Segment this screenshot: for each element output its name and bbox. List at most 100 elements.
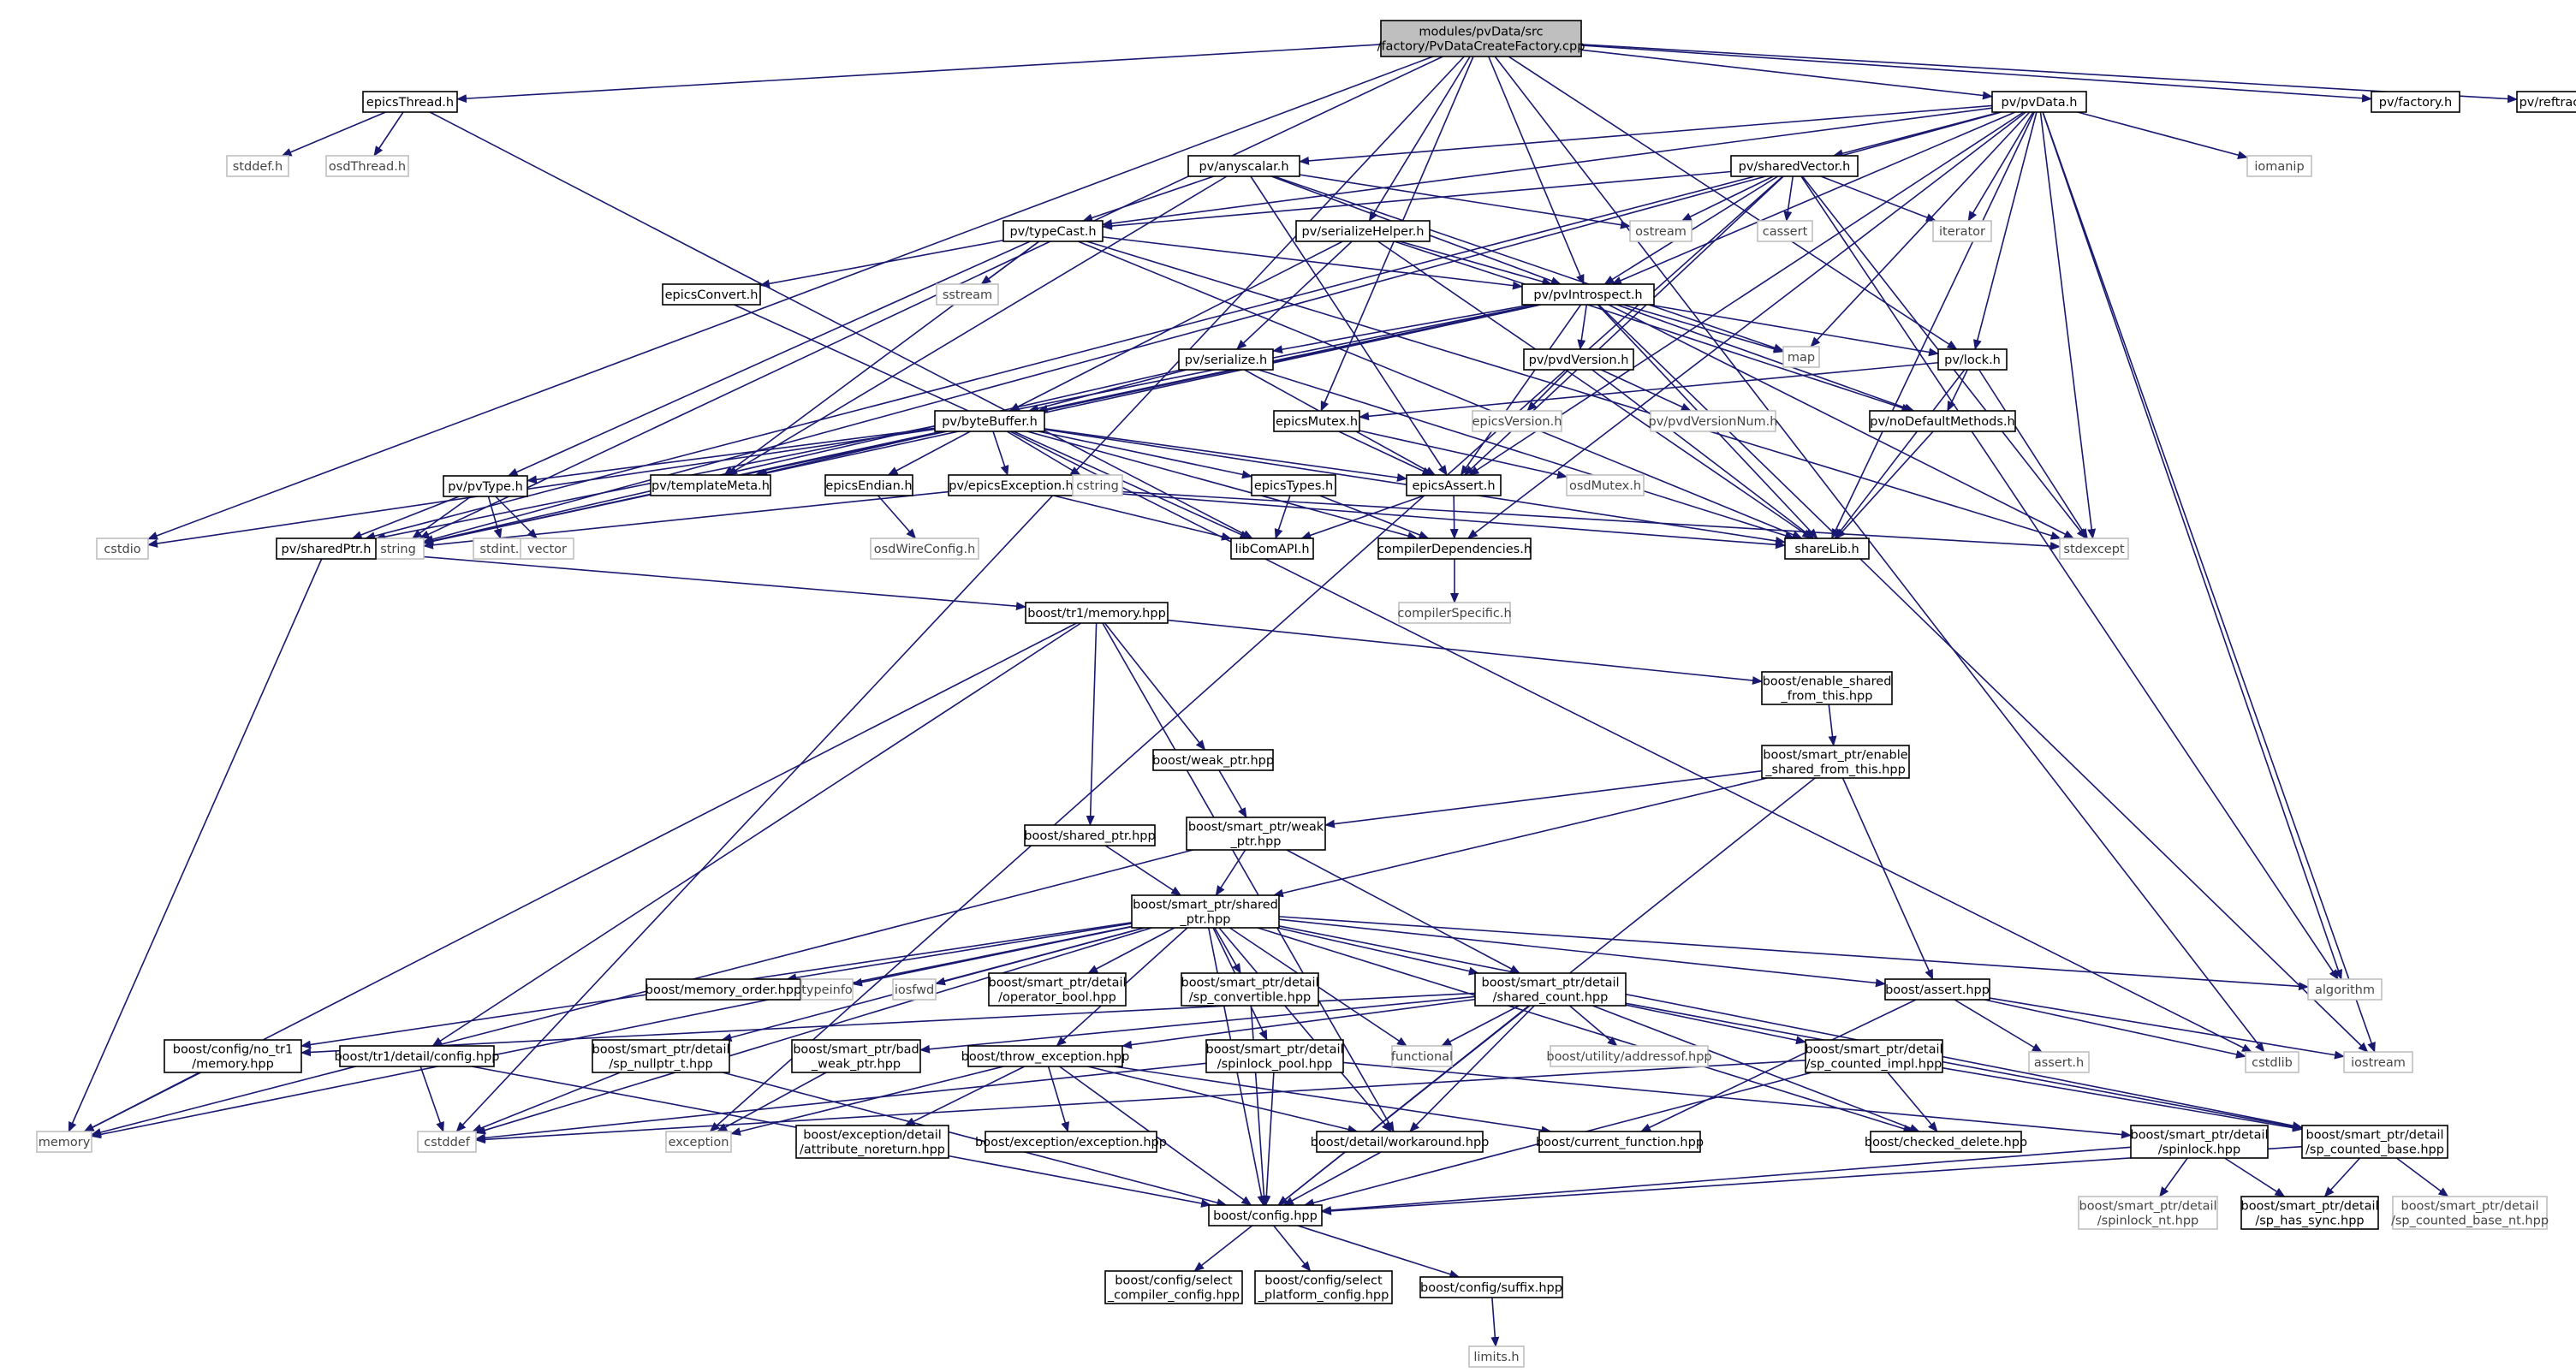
node-map[interactable]: map bbox=[1782, 346, 1820, 368]
node-spNullptr[interactable]: boost/smart_ptr/detail/sp_nullptr_t.hpp bbox=[592, 1039, 730, 1073]
node-spHasSync[interactable]: boost/smart_ptr/detail/sp_has_sync.hpp bbox=[2240, 1196, 2379, 1230]
node-spCountedImpl[interactable]: boost/smart_ptr/detail/sp_counted_impl.h… bbox=[1805, 1039, 1943, 1073]
node-weakPtr[interactable]: boost/weak_ptr.hpp bbox=[1152, 749, 1274, 771]
node-templateMeta[interactable]: pv/templateMeta.h bbox=[650, 474, 771, 496]
node-label: boost/checked_delete.hpp bbox=[1865, 1136, 2027, 1149]
node-spCountedBaseNt[interactable]: boost/smart_ptr/detail/sp_counted_base_n… bbox=[2391, 1196, 2549, 1230]
node-reftrack[interactable]: pv/reftrack.h bbox=[2516, 91, 2576, 113]
node-label: boost/detail/workaround.hpp bbox=[1311, 1136, 1490, 1149]
node-label: pv/reftrack.h bbox=[2519, 96, 2576, 110]
node-configHpp[interactable]: boost/config.hpp bbox=[1208, 1204, 1323, 1226]
node-cstdlib[interactable]: cstdlib bbox=[2245, 1051, 2299, 1073]
node-epicsEndian[interactable]: epicsEndian.h bbox=[824, 474, 913, 496]
node-noTr1Memory[interactable]: boost/config/no_tr1/memory.hpp bbox=[164, 1039, 302, 1073]
node-epicsTypes[interactable]: epicsTypes.h bbox=[1251, 474, 1336, 496]
node-iterator[interactable]: iterator bbox=[1932, 220, 1992, 242]
node-box bbox=[1782, 346, 1820, 368]
node-epicsException[interactable]: pv/epicsException.h bbox=[948, 474, 1074, 496]
node-memory[interactable]: memory bbox=[36, 1131, 92, 1153]
node-byteBuffer[interactable]: pv/byteBuffer.h bbox=[934, 410, 1045, 432]
node-epicsConvert[interactable]: epicsConvert.h bbox=[662, 283, 761, 306]
node-assertHpp[interactable]: boost/assert.hpp bbox=[1884, 978, 1990, 1001]
node-sharedPtrHpp[interactable]: boost/shared_ptr.hpp bbox=[1024, 824, 1156, 846]
node-epicsVersion[interactable]: epicsVersion.h bbox=[1472, 410, 1562, 432]
node-iomanip[interactable]: iomanip bbox=[2246, 155, 2312, 177]
edge-configHpp-to-suffix bbox=[1297, 1225, 1461, 1279]
node-selectPlatform[interactable]: boost/config/select_platform_config.hpp bbox=[1254, 1270, 1393, 1304]
node-tr1Config[interactable]: boost/tr1/detail/config.hpp bbox=[334, 1045, 500, 1067]
node-spConvertible[interactable]: boost/smart_ptr/detail/sp_convertible.hp… bbox=[1181, 972, 1319, 1007]
node-spCountedBase[interactable]: boost/smart_ptr/detail/sp_counted_base.h… bbox=[2301, 1125, 2448, 1159]
node-cassert[interactable]: cassert bbox=[1757, 220, 1813, 242]
node-pvType[interactable]: pv/pvType.h bbox=[443, 475, 528, 497]
node-vector[interactable]: vector bbox=[520, 538, 574, 560]
node-tr1memory[interactable]: boost/tr1/memory.hpp bbox=[1025, 602, 1169, 624]
node-typeinfo[interactable]: typeinfo bbox=[800, 978, 854, 1001]
node-sharedPtr[interactable]: pv/sharedPtr.h bbox=[276, 538, 377, 560]
node-noDefaultMethods[interactable]: pv/noDefaultMethods.h bbox=[1869, 410, 2016, 432]
node-shareLib[interactable]: shareLib.h bbox=[1784, 538, 1870, 560]
node-limits[interactable]: limits.h bbox=[1468, 1345, 1525, 1368]
node-lock[interactable]: pv/lock.h bbox=[1937, 348, 2008, 371]
node-pvIntrospect[interactable]: pv/pvIntrospect.h bbox=[1521, 283, 1655, 306]
node-stdexcept[interactable]: stdexcept bbox=[2059, 538, 2129, 560]
node-anyscalar[interactable]: pv/anyscalar.h bbox=[1187, 155, 1300, 177]
node-compilerSpecific[interactable]: compilerSpecific.h bbox=[1397, 602, 1512, 624]
node-serialize[interactable]: pv/serialize.h bbox=[1178, 348, 1274, 371]
node-factory[interactable]: pv/factory.h bbox=[2371, 91, 2460, 113]
node-functional[interactable]: functional bbox=[1391, 1045, 1453, 1067]
node-epicsAssert[interactable]: epicsAssert.h bbox=[1406, 474, 1502, 496]
node-serializeHelper[interactable]: pv/serializeHelper.h bbox=[1295, 220, 1431, 242]
node-box bbox=[1024, 824, 1156, 846]
node-badWeakPtr[interactable]: boost/smart_ptr/bad_weak_ptr.hpp bbox=[791, 1039, 921, 1073]
edge-assertHpp-to-cstdlib bbox=[1984, 999, 2246, 1059]
node-cstring[interactable]: cstring bbox=[1072, 474, 1123, 496]
node-osdThread[interactable]: osdThread.h bbox=[325, 155, 409, 177]
node-libComAPI[interactable]: libComAPI.h bbox=[1230, 538, 1314, 560]
node-sstream[interactable]: sstream bbox=[936, 283, 999, 306]
node-label: boost/throw_exception.hpp bbox=[961, 1050, 1130, 1064]
node-exception[interactable]: exception bbox=[665, 1131, 732, 1153]
node-selectCompiler[interactable]: boost/config/select_compiler_config.hpp bbox=[1104, 1270, 1243, 1304]
node-cstddef[interactable]: cstddef bbox=[417, 1131, 477, 1153]
node-box bbox=[520, 538, 574, 560]
node-compilerDependencies[interactable]: compilerDependencies.h bbox=[1377, 538, 1532, 560]
node-osdWireConfig[interactable]: osdWireConfig.h bbox=[870, 538, 979, 560]
node-suffix[interactable]: boost/config/suffix.hpp bbox=[1419, 1276, 1563, 1298]
node-osdMutex[interactable]: osdMutex.h bbox=[1566, 474, 1645, 496]
node-iostream[interactable]: iostream bbox=[2343, 1051, 2413, 1073]
node-epicsMutex[interactable]: epicsMutex.h bbox=[1273, 410, 1360, 432]
node-iosfwd[interactable]: iosfwd bbox=[892, 978, 937, 1001]
node-spWeakPtr[interactable]: boost/smart_ptr/weak_ptr.hpp bbox=[1186, 817, 1326, 851]
node-string[interactable]: string bbox=[372, 538, 425, 560]
node-label: pv/sharedVector.h bbox=[1739, 160, 1851, 174]
node-spinlockPool[interactable]: boost/smart_ptr/detail/spinlock_pool.hpp bbox=[1205, 1039, 1344, 1073]
node-enableSharedFromThis[interactable]: boost/enable_shared_from_this.hpp bbox=[1761, 671, 1893, 705]
node-stddef[interactable]: stddef.h bbox=[226, 155, 289, 177]
node-algorithm[interactable]: algorithm bbox=[2307, 978, 2383, 1001]
node-cstdio[interactable]: cstdio bbox=[96, 538, 149, 560]
node-currentFunction[interactable]: boost/current_function.hpp bbox=[1536, 1131, 1704, 1153]
node-pvData[interactable]: pv/pvData.h bbox=[1991, 91, 2087, 113]
node-epicsThread[interactable]: epicsThread.h bbox=[362, 91, 458, 113]
node-assertH[interactable]: assert.h bbox=[2028, 1051, 2090, 1073]
node-spinlockNt[interactable]: boost/smart_ptr/detail/spinlock_nt.hpp bbox=[2078, 1196, 2218, 1230]
node-sharedVector[interactable]: pv/sharedVector.h bbox=[1730, 155, 1859, 177]
node-checkedDelete[interactable]: boost/checked_delete.hpp bbox=[1865, 1131, 2027, 1153]
node-spinlock[interactable]: boost/smart_ptr/detail/spinlock.hpp bbox=[2130, 1125, 2269, 1159]
node-attrNoreturn[interactable]: boost/exception/detail/attribute_noretur… bbox=[795, 1125, 949, 1159]
node-pvdVersionNum[interactable]: pv/pvdVersionNum.h bbox=[1649, 410, 1778, 432]
node-addressof[interactable]: boost/utility/addressof.hpp bbox=[1546, 1045, 1712, 1067]
node-spSharedPtr[interactable]: boost/smart_ptr/shared_ptr.hpp bbox=[1131, 894, 1280, 929]
node-sharedCount[interactable]: boost/smart_ptr/detail/shared_count.hpp bbox=[1474, 972, 1627, 1007]
node-throwException[interactable]: boost/throw_exception.hpp bbox=[961, 1045, 1130, 1067]
node-memoryOrder[interactable]: boost/memory_order.hpp bbox=[645, 978, 801, 1001]
node-spEnableShared[interactable]: boost/smart_ptr/enable_shared_from_this.… bbox=[1761, 745, 1910, 779]
node-root[interactable]: modules/pvData/src/factory/PvDataCreateF… bbox=[1377, 20, 1585, 57]
node-ostream[interactable]: ostream bbox=[1629, 220, 1693, 242]
node-operatorBool[interactable]: boost/smart_ptr/detail/operator_bool.hpp bbox=[988, 972, 1127, 1007]
node-workaround[interactable]: boost/detail/workaround.hpp bbox=[1311, 1131, 1490, 1153]
node-pvdVersion[interactable]: pv/pvdVersion.h bbox=[1523, 348, 1634, 371]
node-typeCast[interactable]: pv/typeCast.h bbox=[1002, 220, 1104, 242]
node-exceptionHpp[interactable]: boost/exception/exception.hpp bbox=[975, 1131, 1167, 1153]
